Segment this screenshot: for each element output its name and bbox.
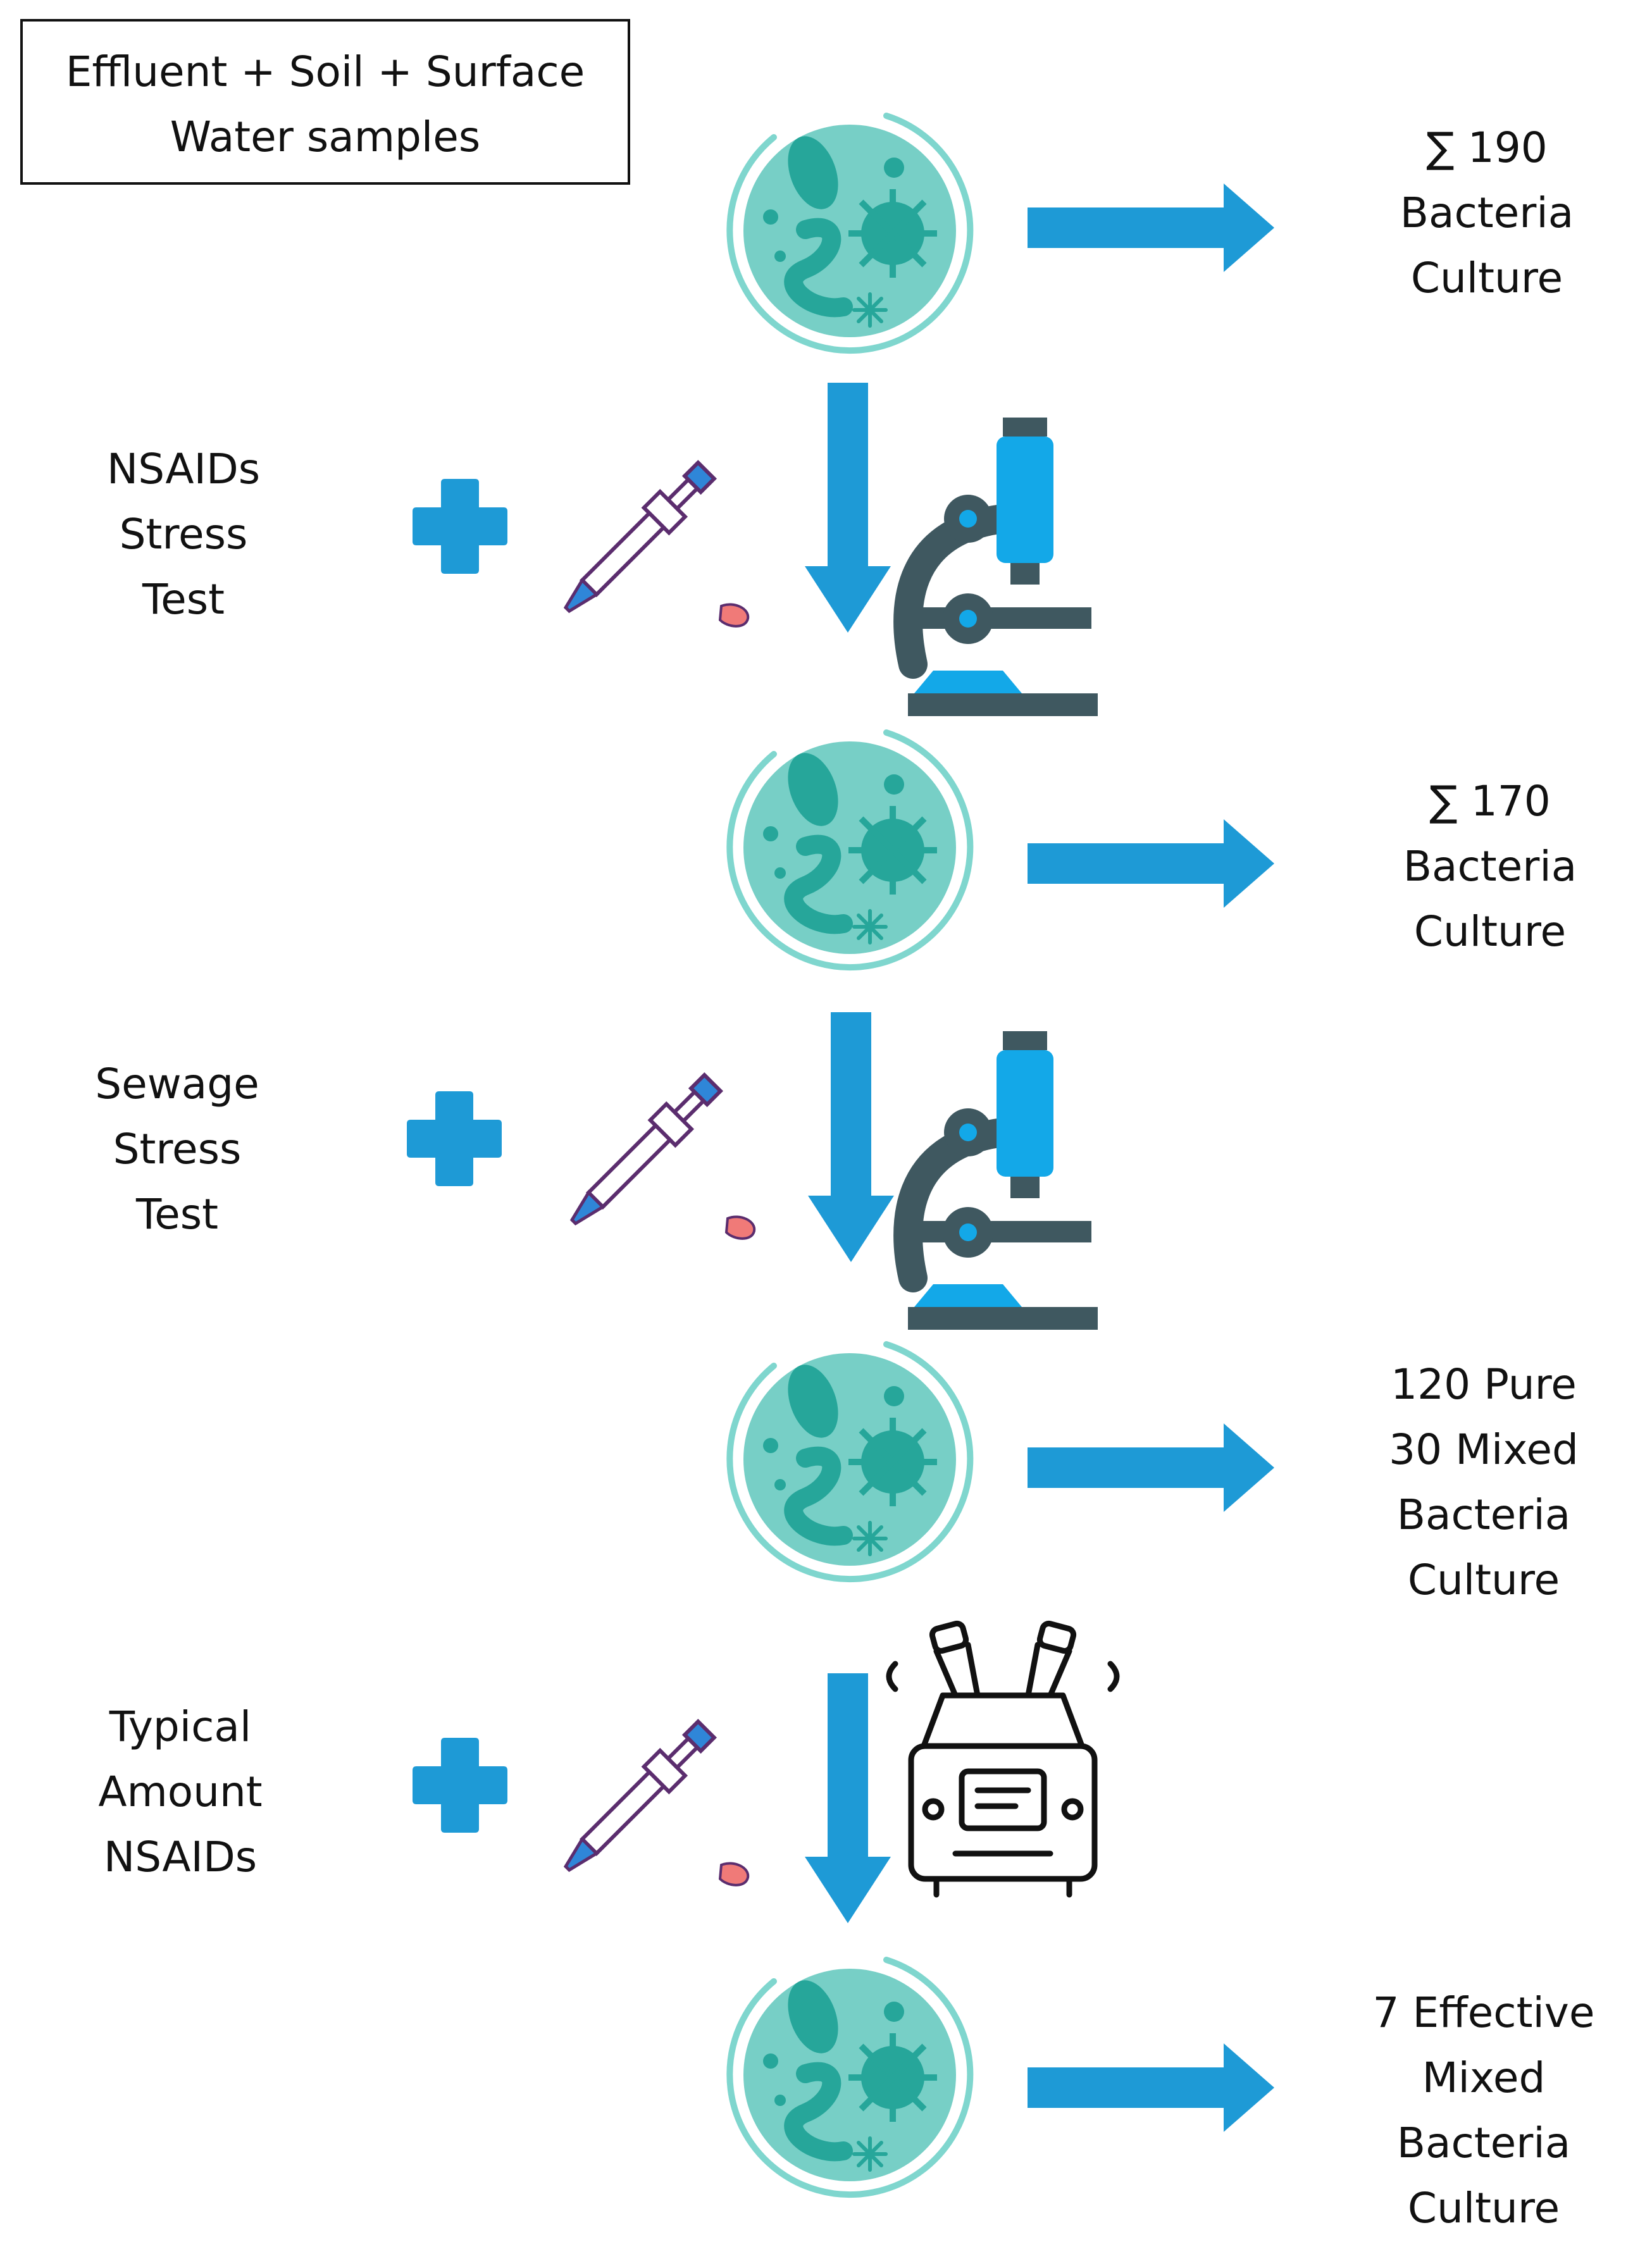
right-arrow-icon-4 [1028, 2043, 1274, 2132]
plus-icon-3 [413, 1738, 507, 1833]
down-arrow-icon-3 [805, 1673, 891, 1923]
petri-dish-icon-1 [730, 116, 970, 350]
source-samples-box: Effluent + Soil + Surface Water samples [20, 19, 630, 185]
petri-dish-icon-2 [730, 733, 970, 967]
result-label-2: ∑ 170 Bacteria Culture [1403, 777, 1577, 956]
step-label-nsaids-stress-test: NSAIDs Stress Test [106, 445, 261, 624]
right-arrow-icon-1 [1028, 183, 1274, 272]
right-arrow-icon-3 [1028, 1423, 1274, 1512]
source-samples-label: Effluent + Soil + Surface Water samples [23, 39, 628, 170]
microscope-icon-2 [908, 1031, 1098, 1330]
plus-icon-2 [407, 1091, 502, 1186]
pipette-icon-1 [555, 458, 748, 626]
result-label-3: 120 Pure 30 Mixed Bacteria Culture [1389, 1360, 1579, 1604]
plus-icon-1 [413, 479, 507, 574]
petri-dish-icon-3 [730, 1344, 970, 1579]
pipette-icon-3 [555, 1717, 748, 1885]
step-label-sewage-stress-test: Sewage Stress Test [95, 1060, 259, 1239]
microscope-icon-1 [908, 418, 1098, 716]
result-label-4: 7 Effective Mixed Bacteria Culture [1372, 1988, 1595, 2233]
down-arrow-icon-2 [808, 1012, 894, 1262]
down-arrow-icon-1 [805, 383, 891, 633]
source-line-1: Effluent + Soil + Surface [65, 47, 585, 96]
result-label-1: ∑ 190 Bacteria Culture [1400, 123, 1574, 302]
right-arrow-icon-2 [1028, 819, 1274, 908]
shaker-incubator-icon [889, 1622, 1117, 1895]
step-label-typical-amount-nsaids: Typical Amount NSAIDs [98, 1702, 263, 1881]
pipette-icon-2 [561, 1070, 754, 1239]
petri-dish-icon-4 [730, 1960, 970, 2195]
source-line-2: Water samples [170, 113, 481, 161]
